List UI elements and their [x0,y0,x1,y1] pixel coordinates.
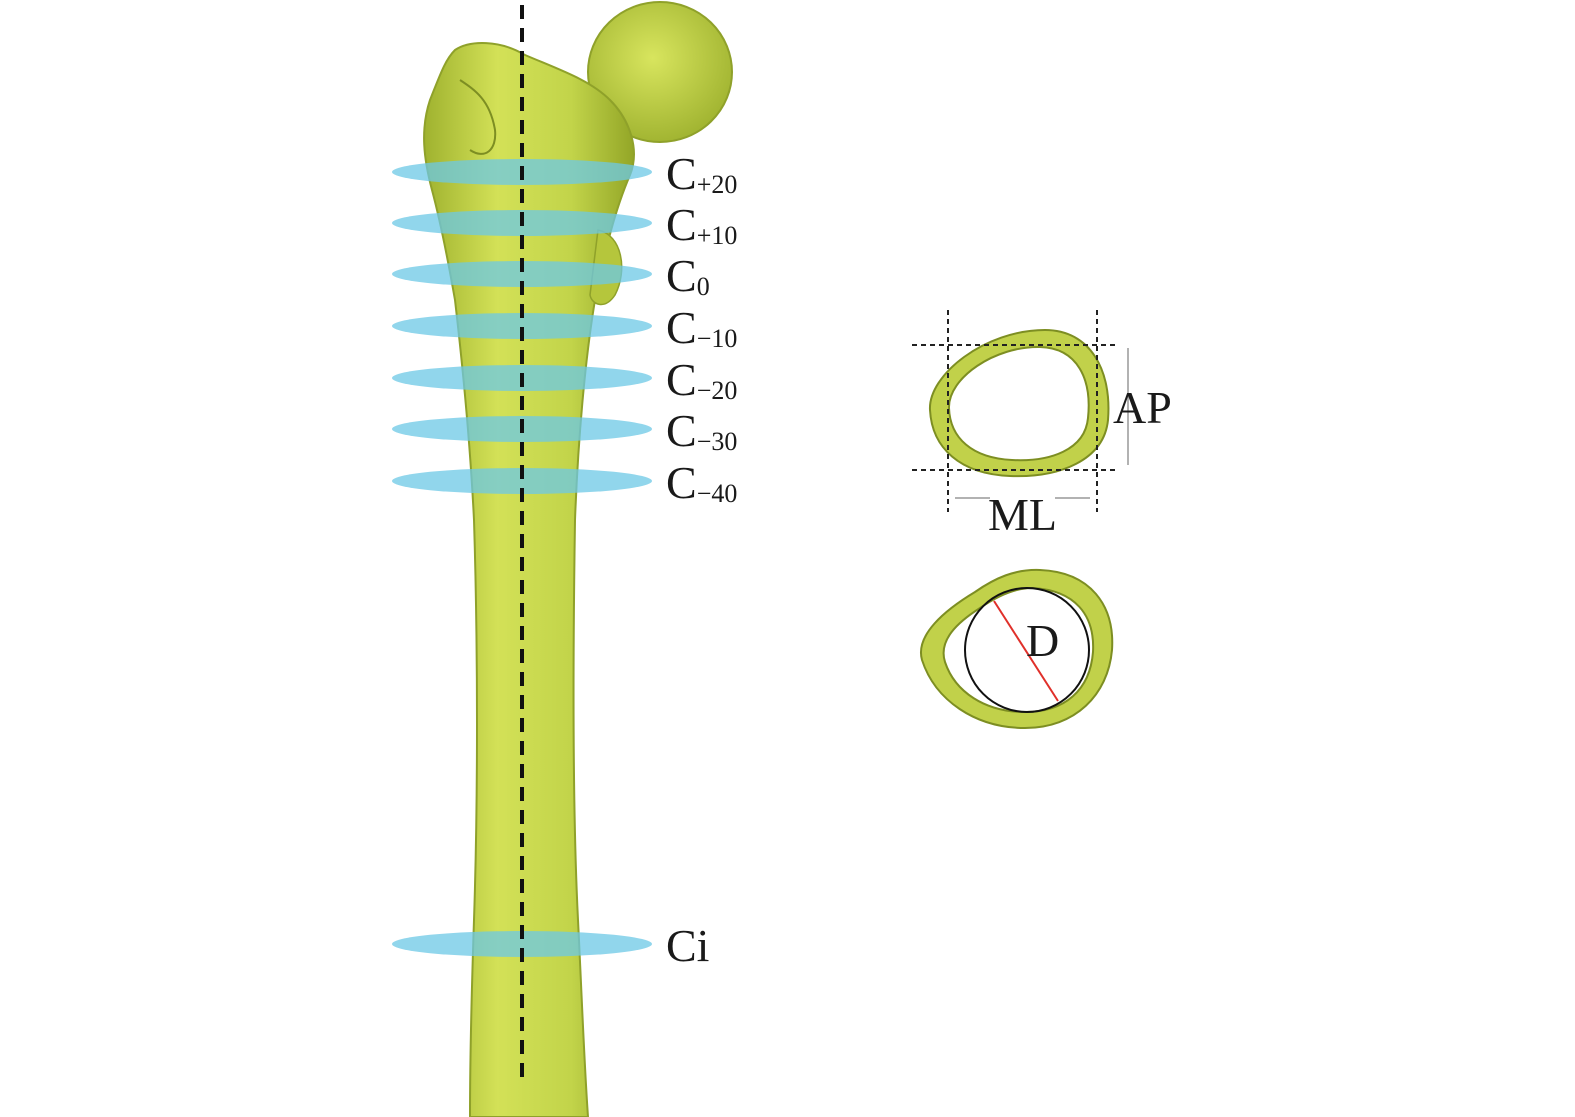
section-label: C−40 [666,457,737,508]
cortex-ring-inner-2 [942,586,1095,714]
section-label: C+10 [666,199,737,250]
diameter-line [993,600,1059,702]
section-plane [392,313,652,339]
section-plane [392,261,652,287]
section-plane [392,468,652,494]
cross-section-diameter: D [919,568,1114,730]
section-plane [392,931,652,957]
ap-label: AP [1113,382,1172,433]
section-label: C−30 [666,405,737,456]
section-label: C−10 [666,302,737,353]
section-label: Ci [666,920,709,971]
d-label: D [1026,615,1059,666]
inscribed-circle [964,587,1090,713]
section-label: C+20 [666,148,737,199]
ml-label: ML [988,489,1057,540]
section-label: C−20 [666,354,737,405]
femoral-head [587,1,733,143]
section-label: C0 [666,250,710,301]
cortex-ring-inner [947,345,1090,462]
trochanter-detail [459,79,497,155]
cross-section-ap-ml: AP ML [912,310,1172,540]
